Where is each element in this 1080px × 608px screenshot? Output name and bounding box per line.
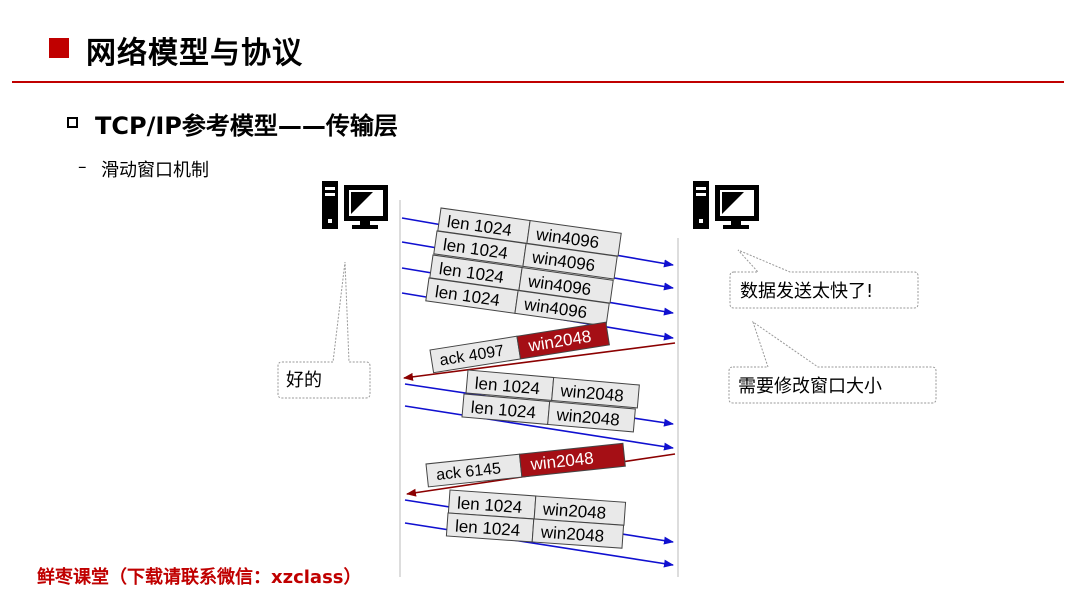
list-dash: –	[78, 157, 87, 177]
callout-sender-reply-text: 好的	[286, 370, 322, 391]
packet-segment: len 1024 win2048	[461, 393, 636, 433]
title-marker	[49, 38, 69, 58]
packet-segment: len 1024 win2048	[465, 369, 640, 409]
section-subtitle: TCP/IP参考模型——传输层	[95, 112, 398, 140]
packet-len-label: len 1024	[454, 517, 520, 541]
title-divider	[12, 81, 1064, 83]
footer-watermark: 鲜枣课堂（下载请联系微信：xzclass）	[37, 567, 362, 588]
ack-arrow	[403, 342, 676, 381]
computer-icon	[693, 181, 759, 229]
list-item-sliding-window: 滑动窗口机制	[101, 160, 209, 181]
callout-receiver-complaint: 数据发送太快了!	[729, 249, 919, 309]
callout-receiver-action-text: 需要修改窗口大小	[738, 376, 882, 397]
packet-win-label: win2048	[539, 522, 604, 545]
ack-number-label: ack 6145	[435, 460, 501, 484]
callout-receiver-action: 需要修改窗口大小	[728, 320, 937, 404]
data-arrow	[404, 405, 674, 451]
computer-icon	[322, 181, 388, 229]
packet-segment: len 1024 win4096	[437, 207, 622, 257]
page-title: 网络模型与协议	[86, 36, 303, 71]
callout-sender-reply: 好的	[277, 261, 371, 399]
packet-segment: len 1024 win2048	[445, 512, 625, 549]
callout-receiver-complaint-text: 数据发送太快了!	[740, 281, 873, 302]
packet-segment: len 1024 win4096	[433, 230, 618, 280]
ack-segment: ack 6145 win2048	[425, 442, 626, 488]
packet-win-label: win2048	[541, 499, 606, 522]
ack-segment: ack 4097 win2048	[429, 321, 610, 374]
packet-len-label: len 1024	[456, 494, 522, 518]
bullet-square-icon	[67, 117, 78, 128]
